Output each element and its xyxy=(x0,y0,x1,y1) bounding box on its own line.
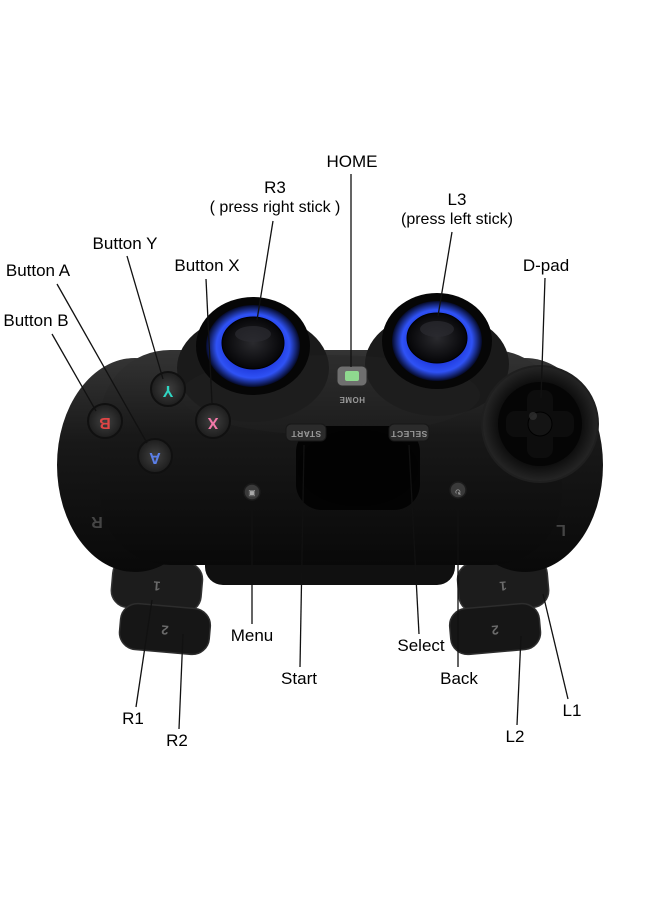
leader-l3 xyxy=(437,231,453,317)
leader-dpad xyxy=(540,277,546,399)
start-button: START xyxy=(285,423,327,442)
label-l2: L2 xyxy=(505,727,525,746)
face-button-a: A xyxy=(137,438,173,474)
shoulder-l2-number: 2 xyxy=(491,622,500,638)
back-button-glyph: ↻ xyxy=(455,487,462,496)
label-r3: R3 ( press right stick ) xyxy=(210,178,341,218)
label-button-a: Button A xyxy=(5,261,71,280)
label-select: Select xyxy=(397,636,445,655)
label-dpad: D-pad xyxy=(522,256,570,275)
shoulder-r1-number: 1 xyxy=(153,578,162,594)
left-stick-l3 xyxy=(382,293,492,389)
leader-r3 xyxy=(256,220,274,321)
label-back: Back xyxy=(440,669,478,688)
shoulder-button-r2: 2 xyxy=(118,602,212,656)
leader-button-b xyxy=(51,333,97,412)
face-button-b: B xyxy=(87,403,123,439)
label-button-x: Button X xyxy=(174,256,240,275)
home-button-text: HOME xyxy=(339,395,365,404)
leader-button-x xyxy=(205,278,213,404)
back-small-button: ↻ xyxy=(449,481,467,499)
menu-small-button: ▣ xyxy=(243,483,261,501)
leader-button-y xyxy=(126,255,164,380)
home-button xyxy=(336,365,368,387)
label-menu: Menu xyxy=(230,626,274,645)
label-home: HOME xyxy=(326,152,378,171)
label-l3-title: L3 xyxy=(447,190,467,209)
label-l1: L1 xyxy=(562,701,582,720)
face-y-glyph: Y xyxy=(162,382,173,399)
label-button-b: Button B xyxy=(3,311,69,330)
right-stick-r3 xyxy=(196,297,310,395)
face-x-glyph: X xyxy=(207,414,218,431)
start-button-text: START xyxy=(291,429,322,439)
label-r1: R1 xyxy=(122,709,144,728)
leader-button-a xyxy=(56,283,148,444)
dpad xyxy=(481,365,599,483)
select-button-text: SELECT xyxy=(390,429,427,439)
label-button-y: Button Y xyxy=(92,234,158,253)
shoulder-l1-number: 1 xyxy=(499,578,508,594)
label-start: Start xyxy=(281,669,317,688)
shoulder-r2-number: 2 xyxy=(161,622,170,638)
leader-lines xyxy=(51,174,569,730)
label-r3-title: R3 xyxy=(264,178,286,197)
face-button-x: X xyxy=(195,403,231,439)
leader-select xyxy=(408,444,420,635)
leader-l2 xyxy=(516,635,522,726)
leader-r1 xyxy=(135,599,153,708)
label-l3-sub: (press left stick) xyxy=(400,211,514,228)
face-button-y: Y xyxy=(150,371,186,407)
grip-letter-r: R xyxy=(91,513,103,530)
center-console xyxy=(296,426,420,510)
label-r2: R2 xyxy=(166,731,188,750)
label-l3: L3 (press left stick) xyxy=(401,190,513,230)
label-r3-sub: ( press right stick ) xyxy=(209,199,341,216)
face-b-glyph: B xyxy=(99,414,111,431)
leader-l1 xyxy=(542,593,569,700)
leader-start xyxy=(299,444,305,668)
grip-letter-l: L xyxy=(556,521,566,538)
select-button: SELECT xyxy=(388,423,430,442)
leader-r2 xyxy=(178,633,184,730)
face-a-glyph: A xyxy=(149,449,161,466)
menu-button-glyph: ▣ xyxy=(248,489,256,498)
shoulder-button-l2: 2 xyxy=(448,602,542,656)
